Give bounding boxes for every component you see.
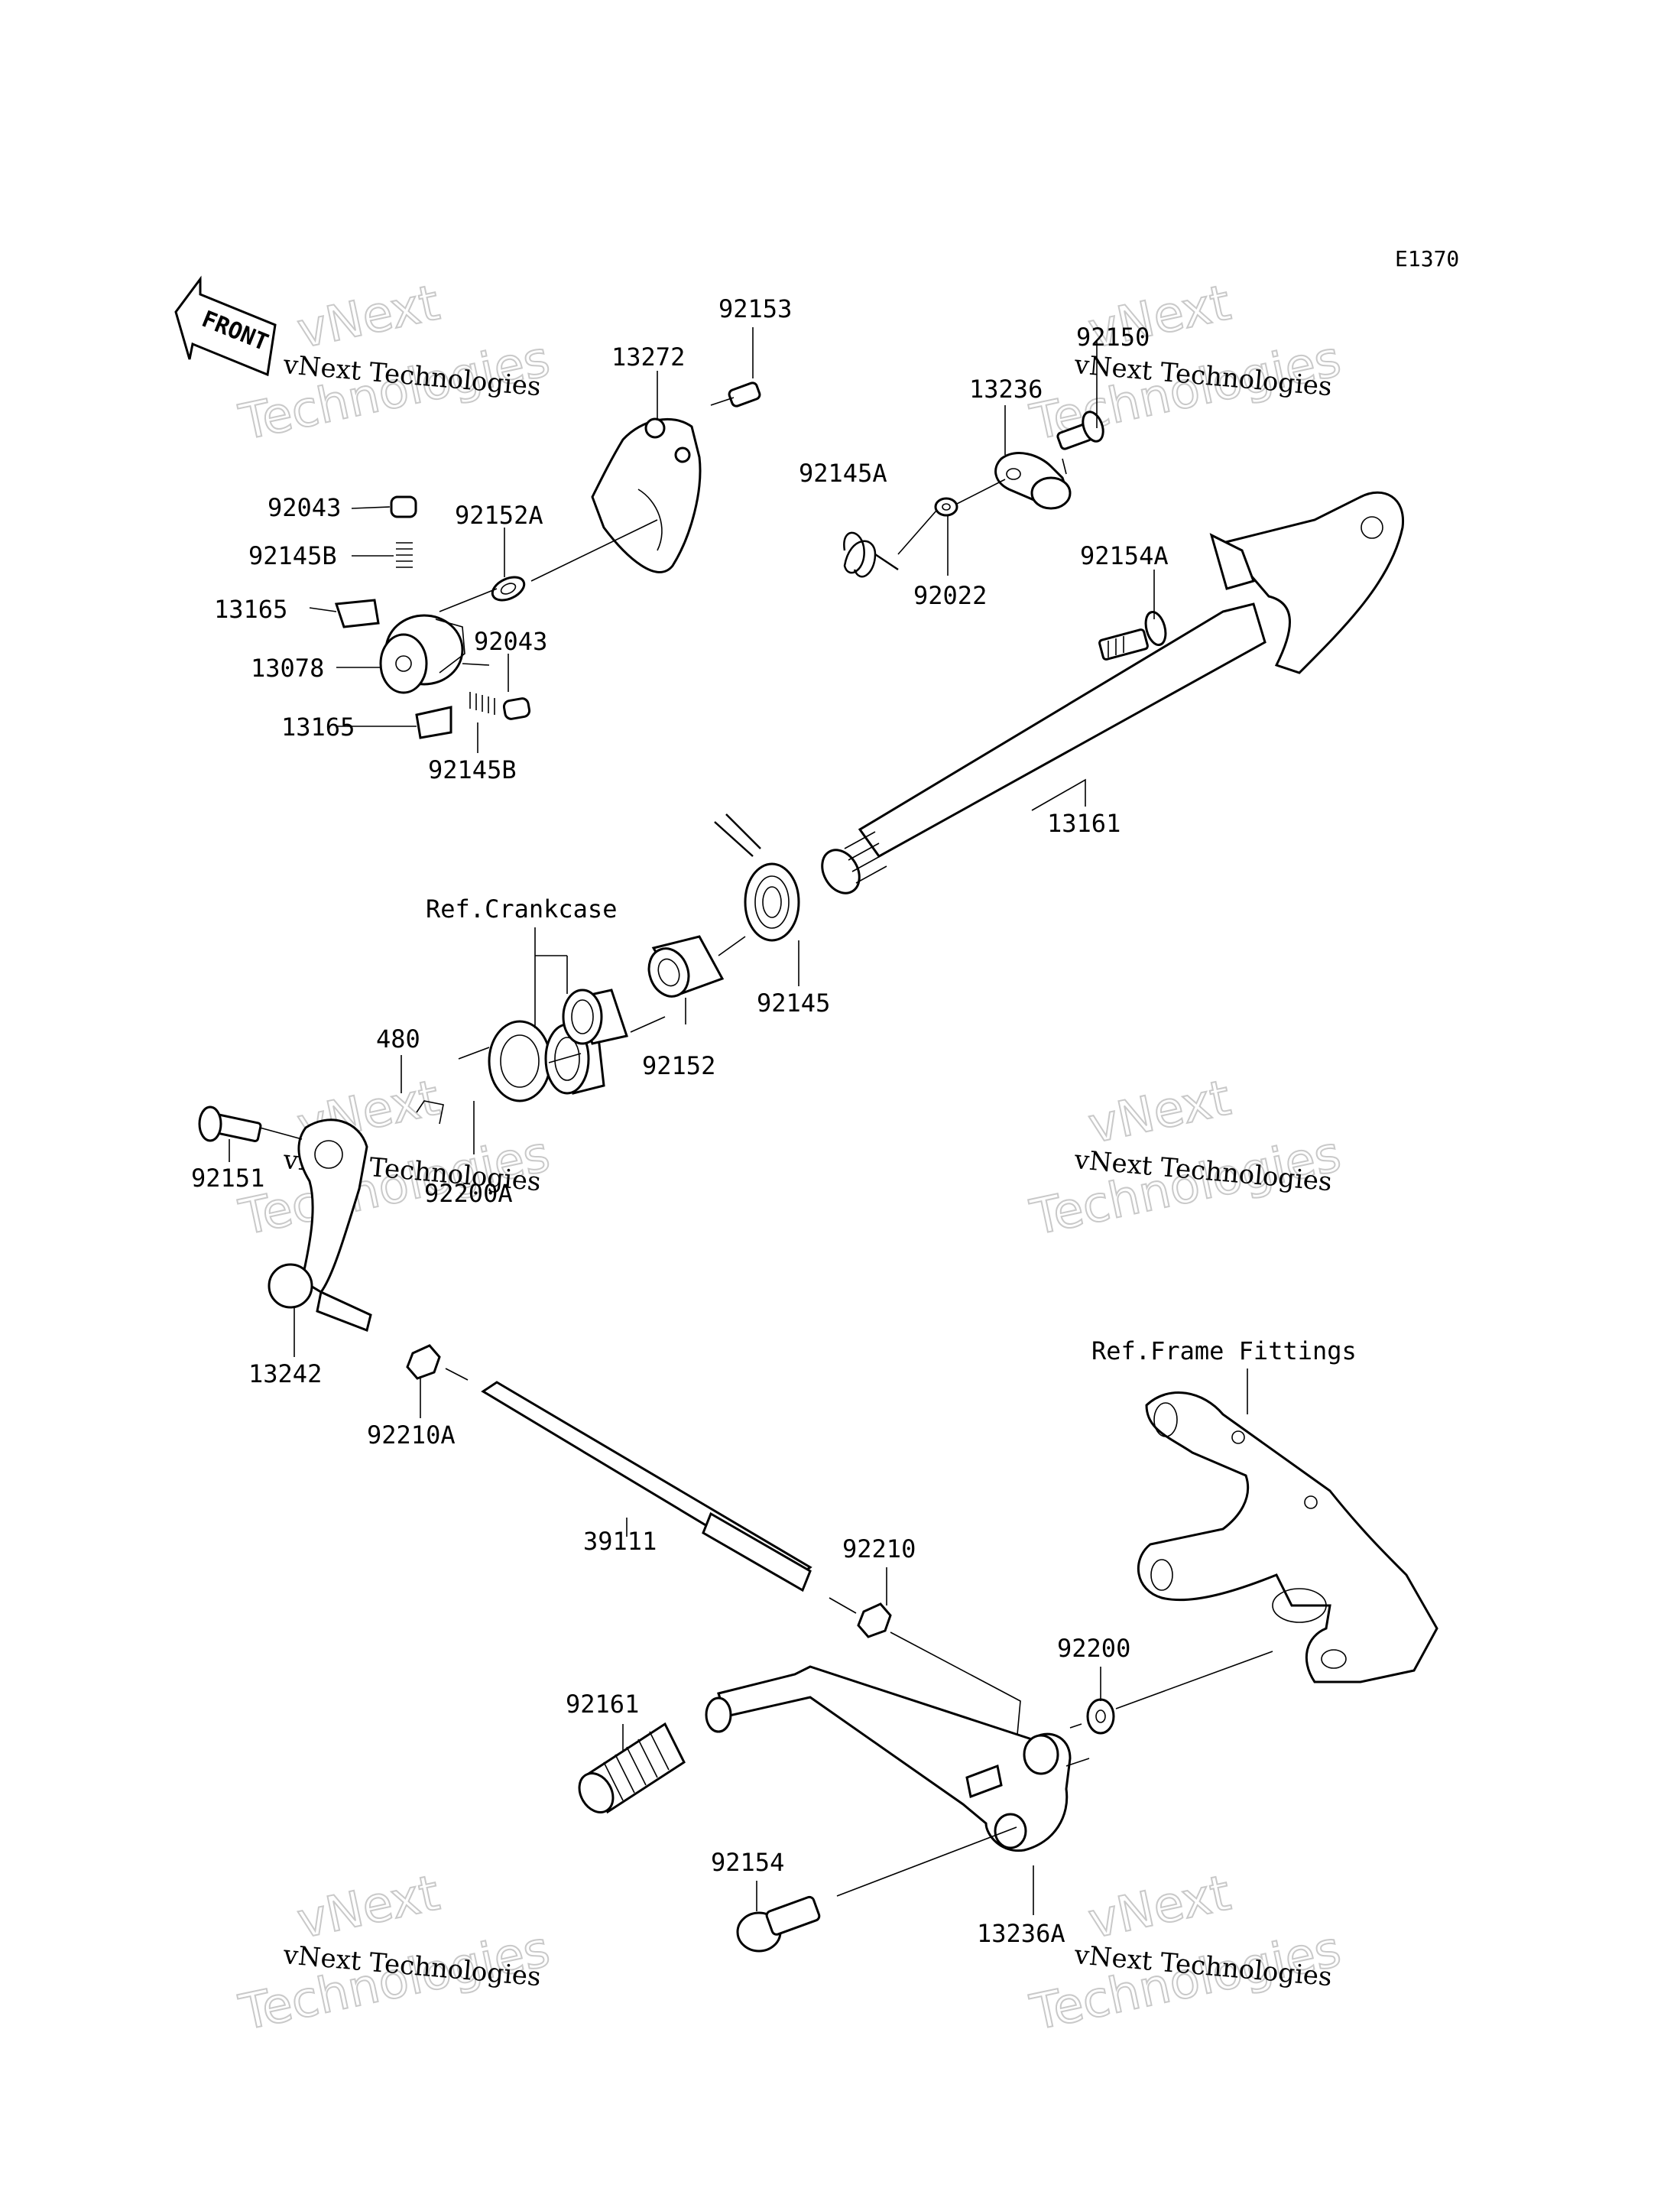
part-label-92200a: 92200A [424, 1179, 513, 1208]
gear-shift-shaft [821, 491, 1405, 894]
ref-frame-fittings-label: Ref.Frame Fittings [1091, 1336, 1357, 1365]
part-label-92145b-top: 92145B [248, 541, 337, 570]
part-label-92145a: 92145A [799, 459, 887, 488]
part-label-92153: 92153 [718, 294, 792, 323]
part-label-92043-top: 92043 [268, 493, 341, 522]
part-label-92210a: 92210A [367, 1420, 456, 1450]
stopper-lever-group [843, 411, 1104, 578]
part-label-13161: 13161 [1047, 809, 1121, 838]
part-label-39111: 39111 [583, 1527, 657, 1556]
leader-lines [229, 327, 1248, 1915]
part-labels: 92153 13272 92150 13236 92145A 92022 921… [191, 294, 1357, 1948]
svg-text:vNext: vNext [1084, 1865, 1235, 1950]
shift-drum-cam-group [334, 381, 761, 739]
part-label-480: 480 [376, 1024, 420, 1054]
bolt-92154a [1098, 611, 1167, 661]
part-label-13272: 13272 [611, 343, 685, 372]
part-label-92210: 92210 [842, 1534, 916, 1563]
frame-fitting [1137, 1391, 1438, 1683]
part-label-13236a: 13236A [977, 1919, 1065, 1948]
part-label-92152: 92152 [642, 1051, 715, 1080]
watermark-top-left: vNext Technologies vNext Technologies [234, 274, 556, 452]
part-label-13242: 13242 [248, 1359, 322, 1388]
shift-lever-13242 [198, 1105, 372, 1333]
part-label-92154: 92154 [711, 1848, 784, 1877]
front-arrow-icon: FRONT [174, 275, 277, 377]
part-label-92161: 92161 [566, 1690, 639, 1719]
collar-92152 [647, 935, 746, 998]
part-label-92151: 92151 [191, 1164, 264, 1193]
watermark-bottom-left: vNext Technologies vNext Technologies [234, 1864, 556, 2042]
tie-rod-39111 [406, 1344, 1021, 1744]
part-label-13236: 13236 [969, 375, 1043, 404]
part-label-92200: 92200 [1057, 1634, 1130, 1663]
part-label-92145b-bottom: 92145B [428, 755, 517, 784]
svg-text:vNext: vNext [1084, 1070, 1235, 1154]
part-label-92022: 92022 [913, 581, 987, 610]
part-label-92150: 92150 [1076, 323, 1150, 352]
part-label-92152a: 92152A [455, 501, 543, 530]
crankcase-bearings [416, 927, 666, 1125]
part-label-92154a: 92154A [1080, 541, 1169, 570]
bolt-92154 [736, 1826, 1017, 1953]
part-label-13165-bottom: 13165 [281, 713, 355, 742]
return-spring-92145 [714, 813, 800, 942]
shift-pedal-13236a [705, 1665, 1090, 1852]
svg-text:vNext: vNext [293, 1865, 444, 1950]
part-label-13165-top: 13165 [214, 595, 287, 624]
watermark-top-right: vNext Technologies vNext Technologies [1025, 274, 1347, 452]
watermark-bottom-right: vNext Technologies vNext Technologies [1025, 1864, 1347, 2042]
svg-text:vNext: vNext [293, 274, 444, 359]
ref-crankcase-label: Ref.Crankcase [426, 894, 617, 924]
pedal-rubber-92161 [578, 1722, 686, 1814]
diagram-code: E1370 [1395, 246, 1459, 271]
part-label-13078: 13078 [251, 654, 324, 683]
washer-92200 [1069, 1651, 1273, 1735]
watermark-mid-right: vNext Technologies vNext Technologies [1025, 1069, 1347, 1247]
part-label-92043-mid: 92043 [474, 627, 547, 656]
part-label-92145: 92145 [757, 989, 830, 1018]
